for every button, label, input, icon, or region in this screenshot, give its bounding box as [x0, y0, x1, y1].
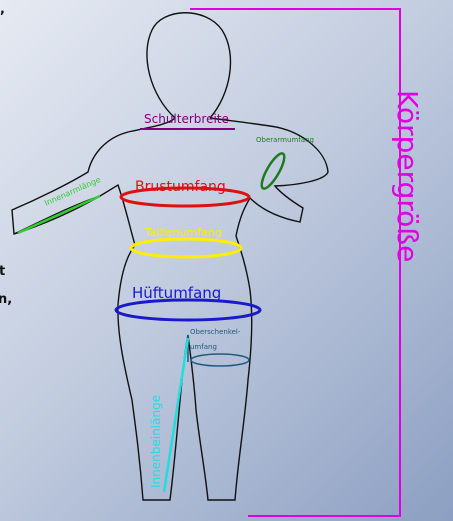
- waist-ellipse: [131, 239, 241, 257]
- inseam-label: Innenbeinlänge: [149, 395, 163, 488]
- hip-ellipse: [116, 300, 260, 320]
- cropped-text-3: n,: [0, 292, 12, 307]
- torso-outline: [12, 118, 328, 500]
- cropped-text-2: t: [0, 264, 5, 279]
- hip-label: Hüftumfang: [132, 284, 221, 302]
- cropped-text-1: ,: [0, 2, 5, 17]
- upper-arm-label: Oberarmumfang: [256, 136, 314, 144]
- height-indicator: [190, 9, 400, 516]
- chest-label: Brustumfang: [135, 179, 226, 195]
- head-outline: [147, 13, 231, 118]
- height-label: Körpergröße: [391, 90, 424, 262]
- thigh-label-line1: Oberschenkel-: [190, 328, 241, 336]
- waist-label: Taillenumfang: [144, 226, 222, 239]
- thigh-label-line2: umfang: [190, 343, 217, 351]
- inseam-line: [164, 338, 188, 492]
- shoulder-width-label: Schulterbreite: [144, 112, 229, 126]
